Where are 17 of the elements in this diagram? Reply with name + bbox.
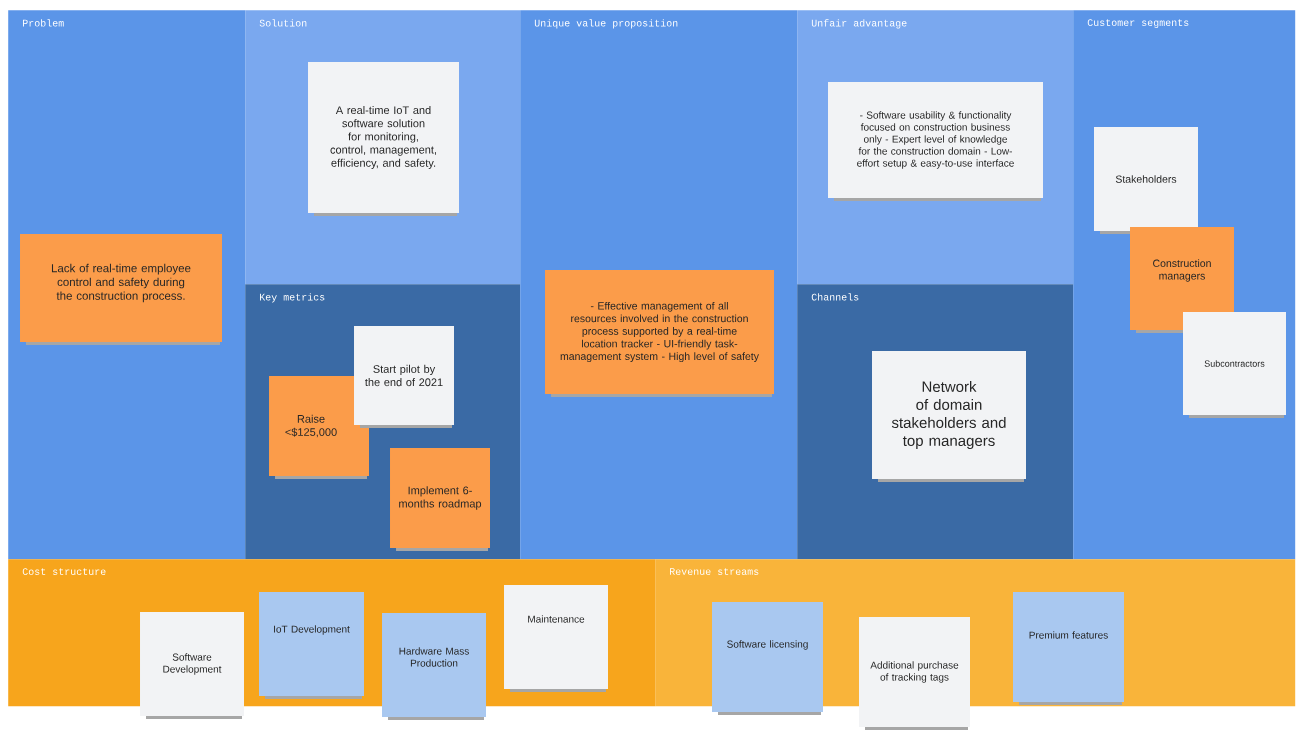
sticky-note: Maintenance (504, 585, 608, 692)
sticky-note: Construction managers (1130, 227, 1234, 333)
sticky-note: Subcontractors (1183, 312, 1286, 418)
sticky-note: Hardware Mass Production (382, 613, 486, 720)
sticky-note: Start pilot by the end of 2021 (354, 326, 454, 428)
sticky-note: Additional purchase of tracking tags (859, 617, 970, 730)
sticky-note: A real-time IoT and software solution for monitoring, control, management, efficiency, and safety. (308, 62, 459, 216)
sticky-note: IoT Development (259, 592, 364, 699)
sticky-note: Stakeholders (1094, 127, 1198, 234)
sticky-note: Network of domain stakeholders and top managers (872, 351, 1026, 482)
sticky-note: Software licensing (712, 602, 823, 715)
sticky-note: Lack of real-time employee control and safety during the construction process. (20, 234, 222, 345)
sticky-note: Software Development (140, 612, 244, 719)
sticky-note: Implement 6-months roadmap (390, 448, 490, 551)
sticky-note: - Effective management of all resources involved in the construction process supported by a real-time location tracker - UI-friendly task-management system - High level of safety (545, 270, 774, 397)
sticky-note: - Software usability & functionality focused on construction business only - Expert level of knowledge for the construction domain - Low-effort setup & easy-to-use interface (828, 82, 1043, 201)
sticky-note: Premium features (1013, 592, 1124, 705)
